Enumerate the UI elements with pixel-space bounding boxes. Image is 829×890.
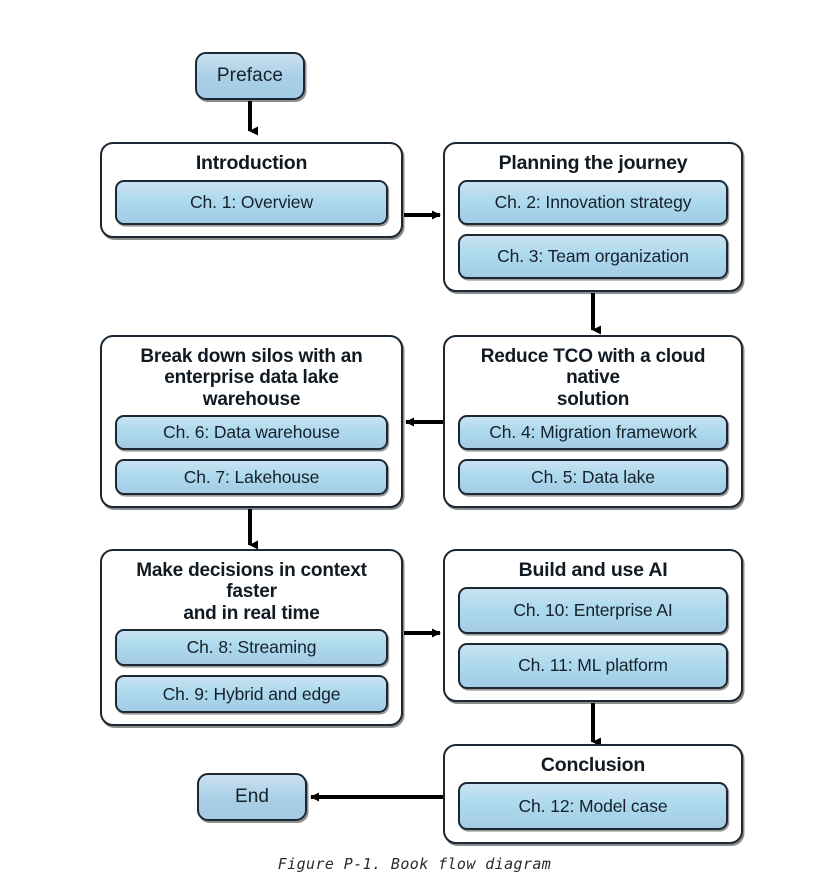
node-planning[interactable]: Planning the journey Ch. 2: Innovation s… [443,142,743,292]
node-introduction-title: Introduction [195,152,308,174]
chapter-ch11-label: Ch. 11: ML platform [518,655,668,676]
node-break-down-silos[interactable]: Break down silos with an enterprise data… [100,335,403,508]
node-conclusion[interactable]: Conclusion Ch. 12: Model case [443,744,743,844]
node-reduce-tco[interactable]: Reduce TCO with a cloud native solution … [443,335,743,508]
node-build-and-use-ai[interactable]: Build and use AI Ch. 10: Enterprise AI C… [443,549,743,702]
node-build-and-use-ai-title: Build and use AI [518,559,668,581]
chapter-ch12[interactable]: Ch. 12: Model case [458,782,728,831]
node-end[interactable]: End [197,773,307,821]
chapter-ch6-label: Ch. 6: Data warehouse [163,422,340,443]
chapter-ch9-label: Ch. 9: Hybrid and edge [162,683,341,704]
chapter-ch10-label: Ch. 10: Enterprise AI [513,600,673,621]
chapter-ch12-label: Ch. 12: Model case [518,795,668,816]
chapter-ch3[interactable]: Ch. 3: Team organization [458,234,728,279]
figure-caption: Figure P-1. Book flow diagram [277,855,552,873]
chapter-ch3-label: Ch. 3: Team organization [497,246,689,267]
node-break-down-silos-title: Break down silos with an enterprise data… [140,346,363,410]
chapter-ch7-label: Ch. 7: Lakehouse [183,466,320,487]
chapter-ch4-label: Ch. 4: Migration framework [489,422,697,443]
chapter-ch5[interactable]: Ch. 5: Data lake [458,459,728,495]
chapter-ch11[interactable]: Ch. 11: ML platform [458,642,728,689]
chapter-ch2[interactable]: Ch. 2: Innovation strategy [458,180,728,226]
node-planning-title: Planning the journey [498,152,688,174]
node-preface-label: Preface [216,65,284,86]
node-conclusion-title: Conclusion [540,754,646,776]
node-introduction[interactable]: Introduction Ch. 1: Overview [100,142,403,238]
chapter-ch10[interactable]: Ch. 10: Enterprise AI [458,587,728,634]
node-make-decisions[interactable]: Make decisions in context faster and in … [100,549,403,726]
chapter-ch5-label: Ch. 5: Data lake [531,466,655,487]
chapter-ch6[interactable]: Ch. 6: Data warehouse [115,414,388,451]
chapter-ch8[interactable]: Ch. 8: Streaming [115,628,388,667]
chapter-ch1[interactable]: Ch. 1: Overview [115,180,388,225]
chapter-ch7[interactable]: Ch. 7: Lakehouse [115,459,388,495]
chapter-ch8-label: Ch. 8: Streaming [186,637,317,658]
node-preface[interactable]: Preface [195,52,305,100]
node-end-label: End [234,786,270,807]
chapter-ch1-label: Ch. 1: Overview [190,192,313,213]
node-reduce-tco-title: Reduce TCO with a cloud native solution [480,346,706,410]
chapter-ch4[interactable]: Ch. 4: Migration framework [458,414,728,451]
node-make-decisions-title: Make decisions in context faster and in … [136,560,367,624]
chapter-ch2-label: Ch. 2: Innovation strategy [494,192,692,213]
chapter-ch9[interactable]: Ch. 9: Hybrid and edge [115,675,388,713]
